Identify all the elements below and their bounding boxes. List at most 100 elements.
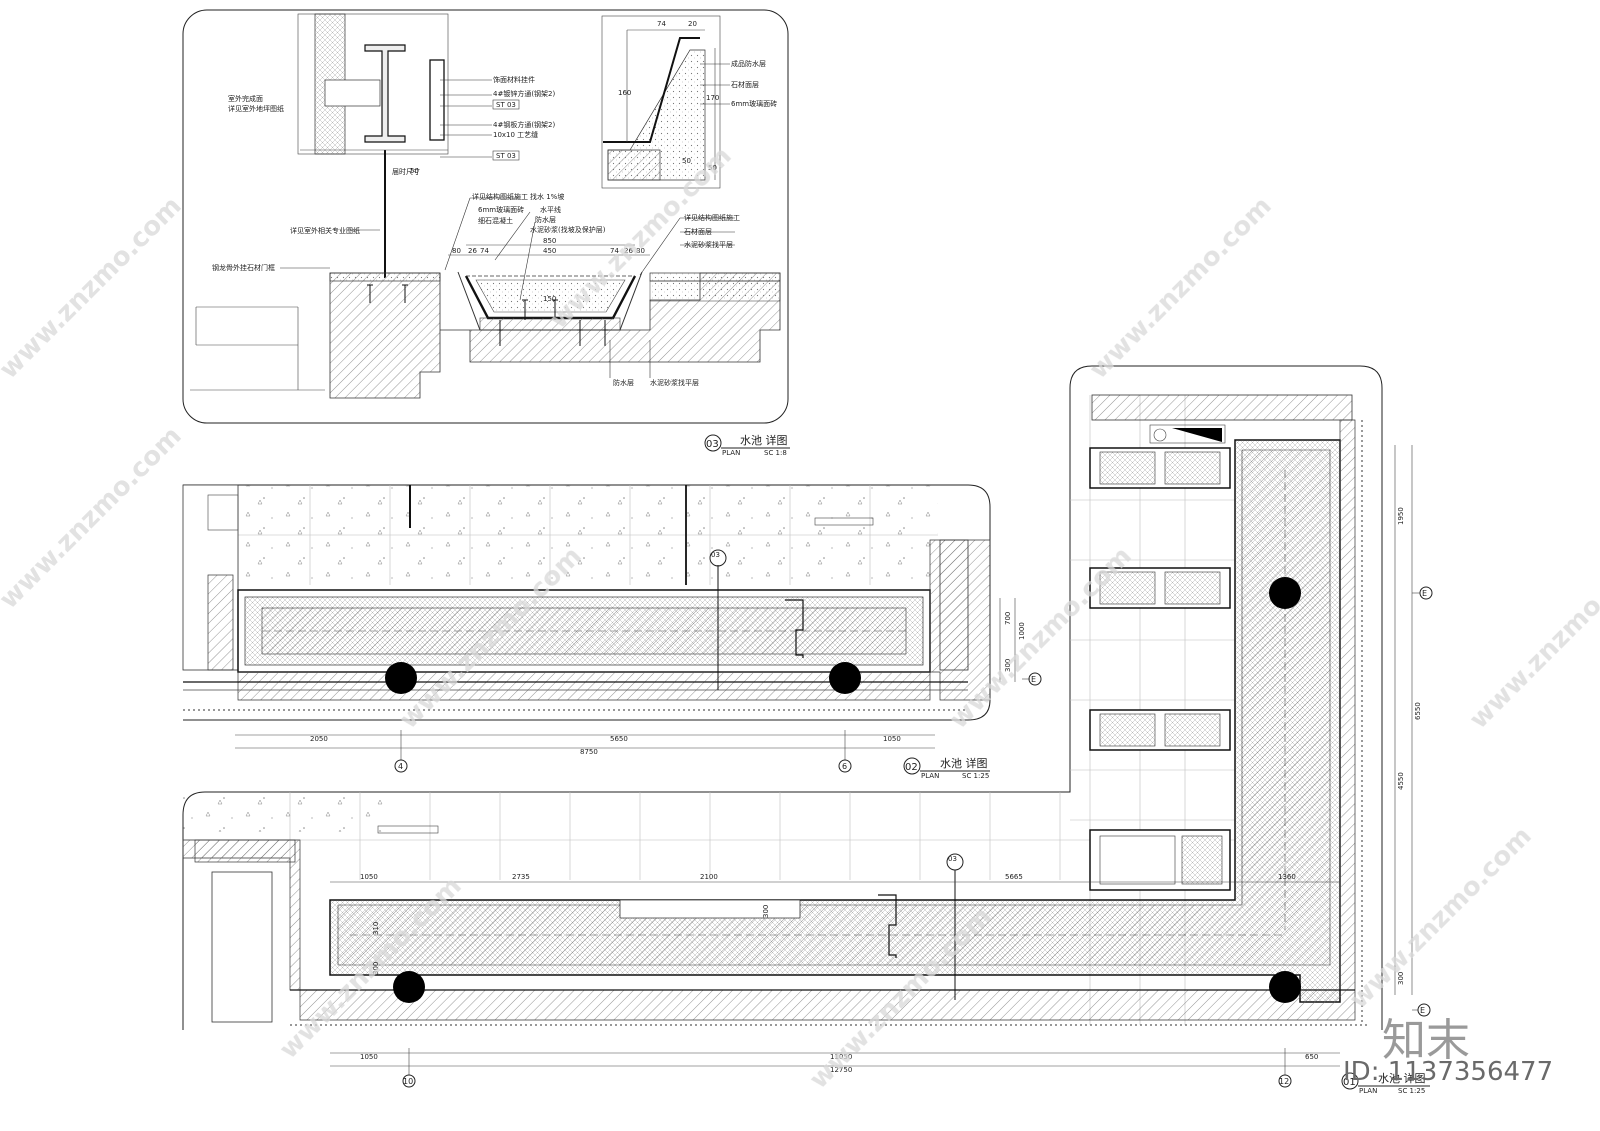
inset-dim-5: 50 (708, 164, 717, 172)
note-bottom-1: 水泥砂浆找平层 (650, 378, 699, 387)
note-right-2: 水泥砂浆找平层 (684, 240, 733, 249)
detail-03-section (182, 9, 789, 424)
detail-01-scale: SC 1:25 (1398, 1087, 1425, 1095)
dim-2: 26 (468, 247, 477, 255)
inset-dim-4: 50 (682, 157, 691, 165)
note-top-6: 届时尺寸 (392, 167, 420, 176)
dim-01-b1: 11050 (830, 1053, 852, 1061)
dim-01-r2: 4550 (1397, 772, 1405, 790)
dim-02-b1: 5650 (610, 735, 628, 743)
dim-01-b2: 650 (1305, 1053, 1318, 1061)
note-top-3: 4#钢板方通(钢架2) (493, 120, 556, 129)
inset-dim-0: 74 (657, 20, 666, 28)
dim-01-b3: 12750 (830, 1066, 852, 1074)
drain-02b (829, 662, 861, 694)
note-mid-2: 细石混凝土 (478, 216, 513, 225)
dim-02-r0: 700 (1004, 612, 1012, 625)
dim-02-b3: 8750 (580, 748, 598, 756)
note-top-2: ST 03 (496, 101, 516, 109)
dim-1: 80 (452, 247, 461, 255)
image-id: ID: 1137356477 (1343, 1057, 1553, 1087)
dim-01-i0: 300 (762, 905, 770, 918)
watermark-3: www.znzmo.com (1084, 191, 1278, 385)
note-mid-0: 详见结构图纸施工 (472, 192, 528, 201)
note-left-3: 钢龙骨外挂石材门框 (212, 263, 275, 272)
dim-02-b0: 2050 (310, 735, 328, 743)
detail-01-number: 01 (1343, 1077, 1356, 1088)
dim-3: 74 (480, 247, 489, 255)
axis-01-10: 10 (403, 1077, 413, 1086)
detail-02-callout: 03 (711, 551, 720, 559)
note-mid-1: 6mm玻璃面砖 (478, 205, 524, 214)
axis-01-E1: E (1422, 589, 1427, 598)
drain-01c (1269, 971, 1301, 1003)
note-mid-4: 水平线 (540, 205, 561, 214)
detail-02-number: 02 (905, 762, 918, 773)
axis-01-E2: E (1420, 1006, 1425, 1015)
dim-01-t4: 1360 (1278, 873, 1296, 881)
dim-9: 150 (543, 295, 556, 303)
drain-01a (1269, 577, 1301, 609)
watermark-7: www.znzmo.com (1464, 541, 1600, 735)
detail-03-title: 03 水池 详图 PLAN SC 1:8 (704, 433, 790, 457)
axis-02-4: 4 (398, 762, 403, 771)
detail-02-plan: 03 700 1000 300 E 2050 5650 1050 8750 4 … (182, 484, 1042, 773)
axis-01-12: 12 (1279, 1077, 1289, 1086)
note-right-0: 详见结构图纸施工 (684, 213, 740, 222)
detail-03-frame (182, 9, 789, 424)
dim-01-t0: 1050 (360, 873, 378, 881)
inset-detail (601, 15, 721, 189)
detail-01-title-text: 水池 详图 (1378, 1071, 1426, 1085)
dim-01-r0: 1950 (1397, 507, 1405, 525)
note-top-1: 4#镀锌方通(钢架2) (493, 89, 556, 98)
i-beam (364, 44, 406, 143)
detail-03-title-text: 水池 详图 (740, 433, 788, 447)
dim-0: 50 (410, 167, 419, 175)
detail-02-plan: PLAN (921, 772, 939, 780)
dim-01-i1: 310 (372, 922, 380, 935)
watermark-4: www.znzmo.com (0, 421, 188, 615)
detail-01-callout: 03 (948, 855, 957, 863)
dim-01-t3: 5665 (1005, 873, 1023, 881)
detail-03-plan: PLAN (722, 449, 740, 457)
note-top-4: 10x10 工艺缝 (493, 130, 538, 139)
note-right-1: 石材面层 (684, 227, 712, 236)
note-bottom-0: 防水层 (613, 378, 634, 387)
watermark-10: www.znzmo.com (1344, 821, 1538, 1015)
note-top-5: ST 03 (496, 152, 516, 160)
detail-03-scale: SC 1:8 (764, 449, 787, 457)
detail-02-scale: SC 1:25 (962, 772, 989, 780)
watermark-1: www.znzmo.com (0, 191, 188, 385)
note-top-0: 饰面材料挂件 (493, 75, 535, 84)
detail-02-title: 02 水池 详图 PLAN SC 1:25 (903, 756, 990, 780)
dim-6: 74 (610, 247, 619, 255)
axis-02-6: 6 (842, 762, 847, 771)
note-left-2: 详见室外相关专业图纸 (290, 226, 360, 235)
dim-5: 450 (543, 247, 556, 255)
note-mid-3: 找水 1%坡 (530, 192, 564, 201)
detail-03-annotations: 室外完成面 详见室外地坪图纸 详见室外相关专业图纸 钢龙骨外挂石材门框 饰面材料… (212, 20, 777, 387)
inset-note-0: 成品防水层 (731, 59, 766, 68)
dim-02-r2: 300 (1004, 659, 1012, 672)
detail-01-plan: PLAN (1359, 1087, 1377, 1095)
drain-02a (385, 662, 417, 694)
inset-note-1: 石材面层 (731, 80, 759, 89)
detail-02-title-text: 水池 详图 (940, 756, 988, 770)
brand-logo-text: 知末 (1382, 1015, 1470, 1066)
note-mid-5: 防水层 (535, 215, 556, 224)
planters (1089, 447, 1231, 891)
inset-note-2: 6mm玻璃面砖 (731, 99, 777, 108)
dim-7: 26 (624, 247, 633, 255)
dim-02-b2: 1050 (883, 735, 901, 743)
drain-01b (393, 971, 425, 1003)
inset-dim-2: 160 (618, 89, 631, 97)
column-section (297, 13, 449, 155)
inset-dim-1: 20 (688, 20, 697, 28)
inset-dim-3: 170 (706, 94, 719, 102)
dim-8: 80 (636, 247, 645, 255)
dim-01-r3: 300 (1397, 972, 1405, 985)
dim-4: 850 (543, 237, 556, 245)
dim-01-r1: 6550 (1414, 702, 1422, 720)
note-left-1: 详见室外地坪图纸 (228, 104, 284, 113)
